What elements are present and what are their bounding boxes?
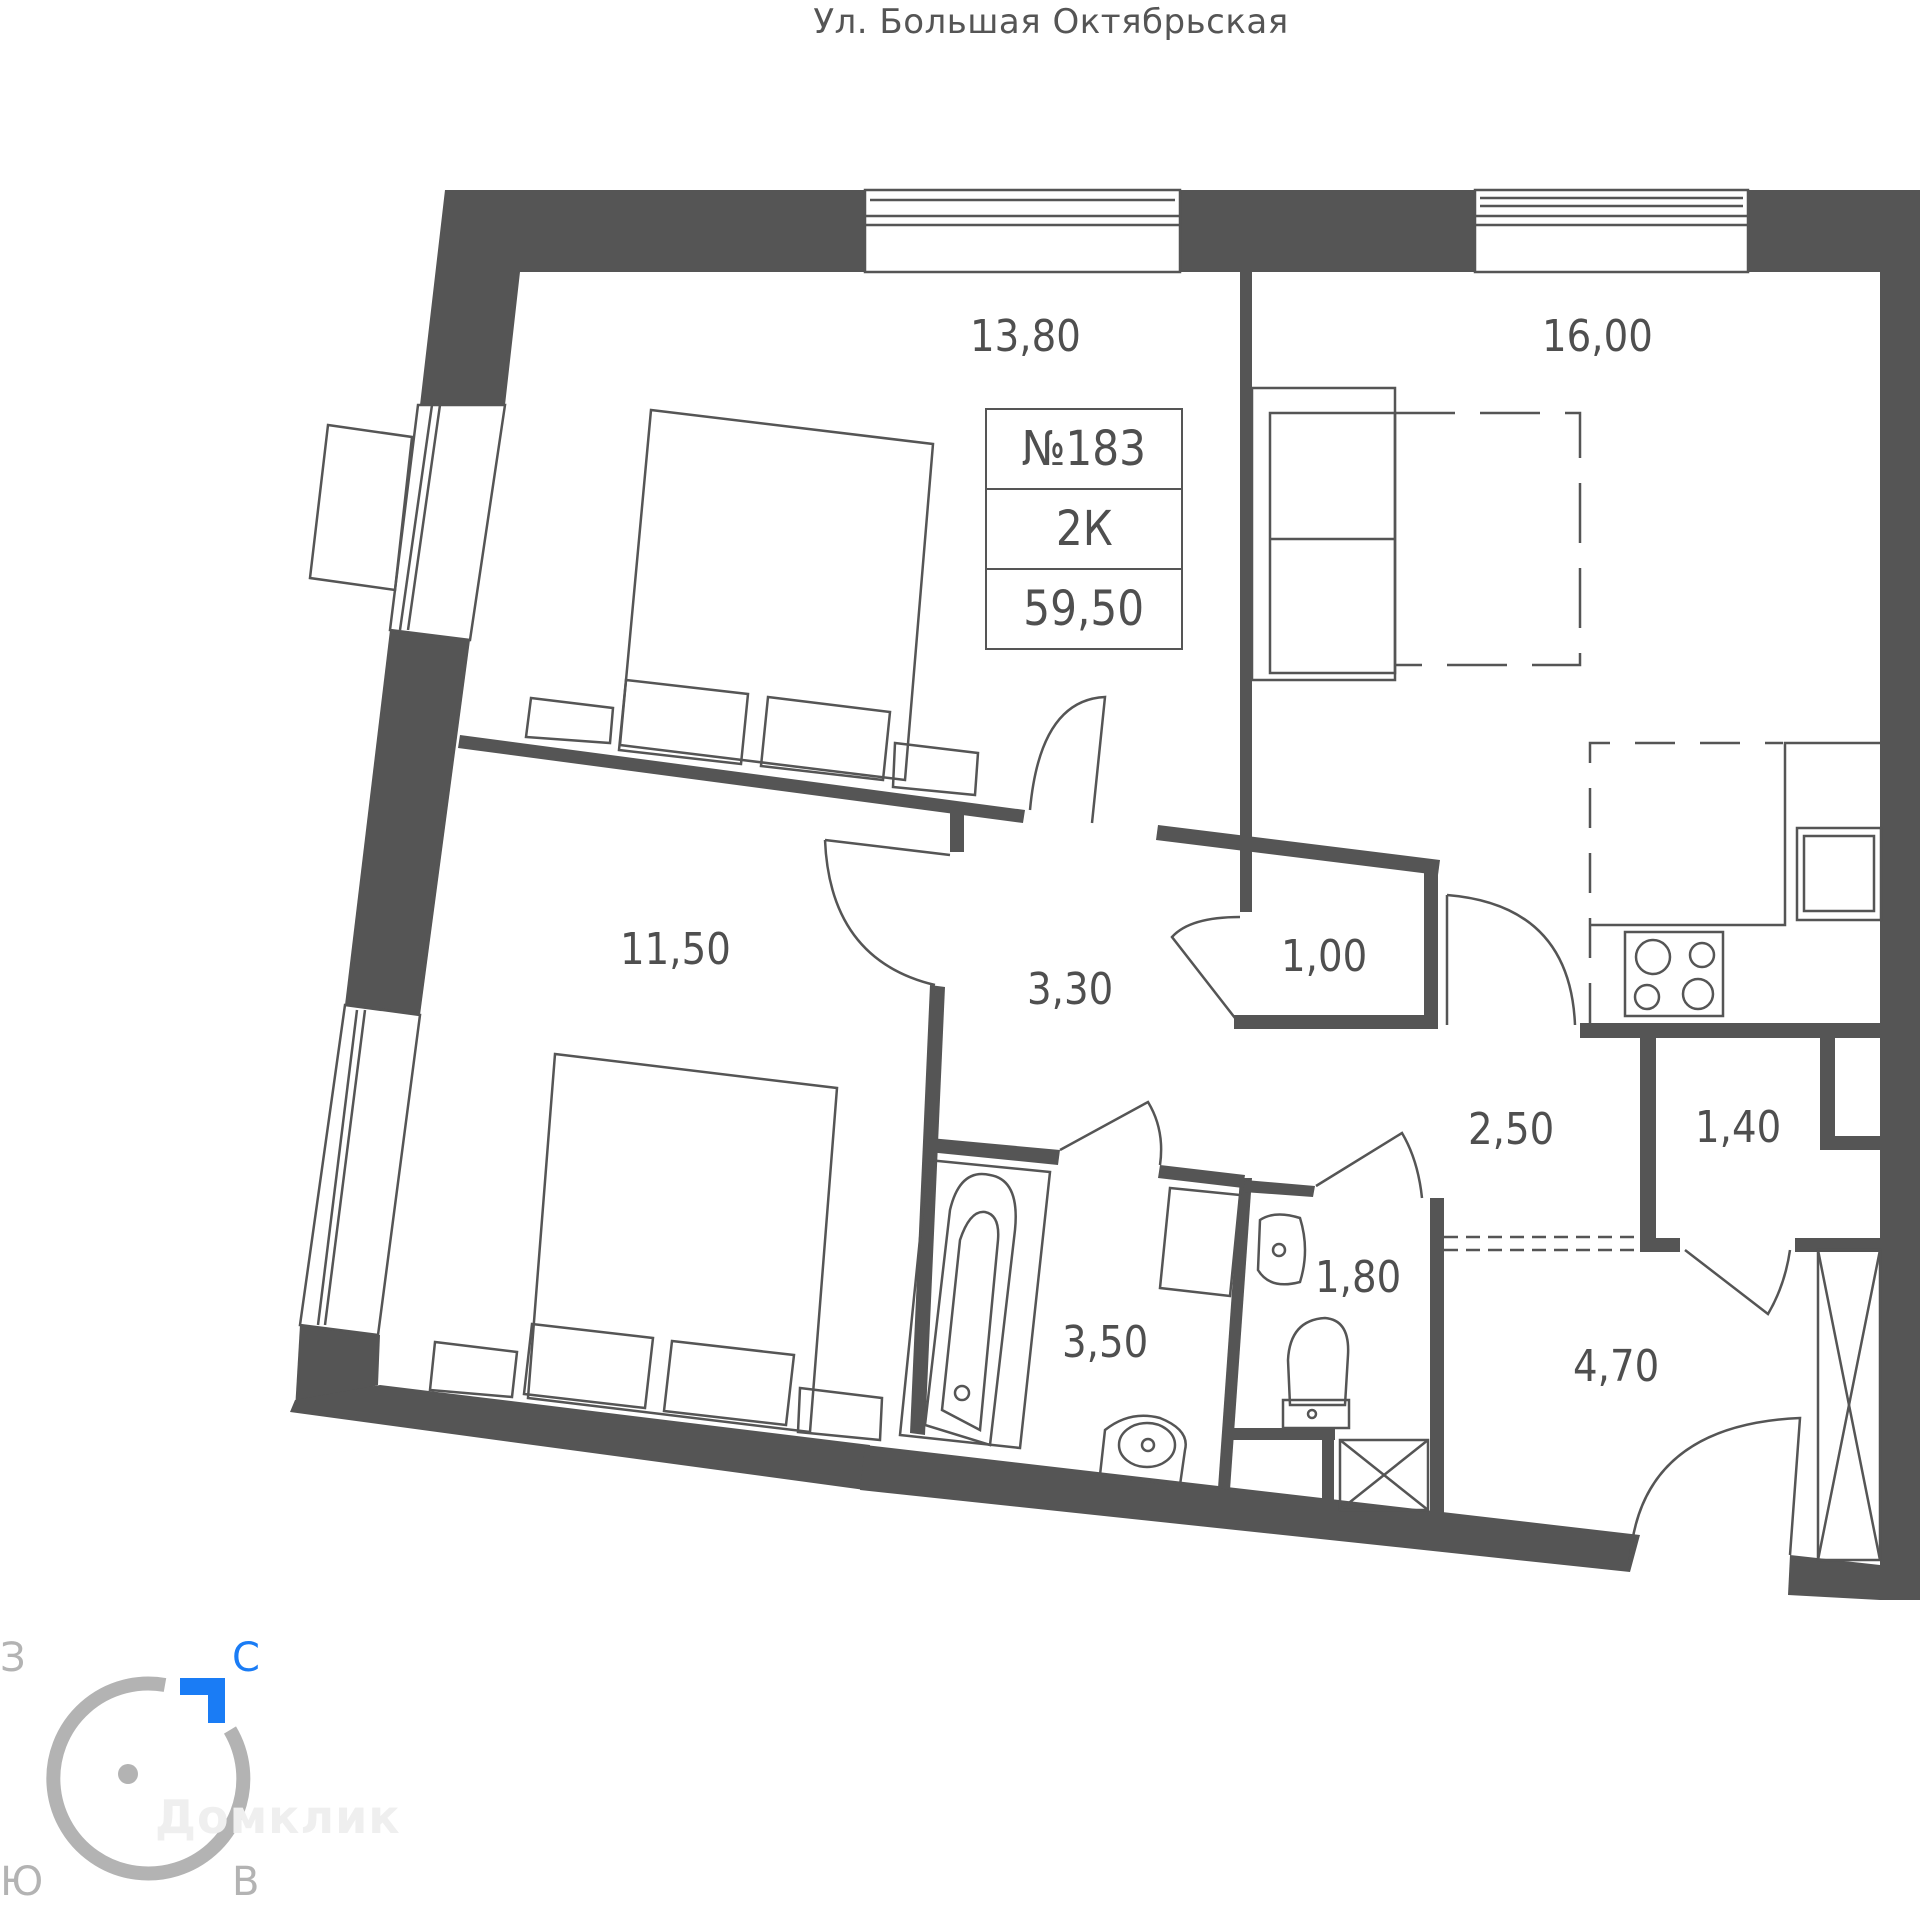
compass-south-label: Ю xyxy=(0,1859,44,1905)
walls xyxy=(290,190,1920,1600)
compass-north-label: С xyxy=(232,1635,260,1681)
watermark-logo: Домклик xyxy=(155,1790,401,1844)
fixtures xyxy=(298,188,1883,1562)
room-area-bedroom-1: 13,80 xyxy=(970,311,1081,362)
apartment-type: 2К xyxy=(987,490,1181,570)
compass-rose xyxy=(46,1676,251,1881)
room-area-living-kitchen: 16,00 xyxy=(1542,311,1653,362)
apartment-info-box: №183 2К 59,50 xyxy=(985,408,1183,650)
room-area-storage: 1,40 xyxy=(1695,1102,1782,1153)
street-label: Ул. Большая Октябрьская xyxy=(813,2,1289,42)
apartment-number: №183 xyxy=(987,410,1181,490)
room-area-corridor: 2,50 xyxy=(1468,1104,1555,1155)
room-area-closet: 1,00 xyxy=(1281,931,1368,982)
room-area-hall: 3,30 xyxy=(1027,964,1114,1015)
room-area-toilet: 1,80 xyxy=(1315,1252,1402,1303)
room-area-entrance-hall: 4,70 xyxy=(1573,1341,1660,1392)
compass-east-label: В xyxy=(232,1859,260,1905)
room-area-bedroom-2: 11,50 xyxy=(620,924,731,975)
apartment-total-area: 59,50 xyxy=(1023,581,1145,637)
room-area-bathroom: 3,50 xyxy=(1062,1317,1149,1368)
compass-west-label: З xyxy=(0,1635,26,1681)
